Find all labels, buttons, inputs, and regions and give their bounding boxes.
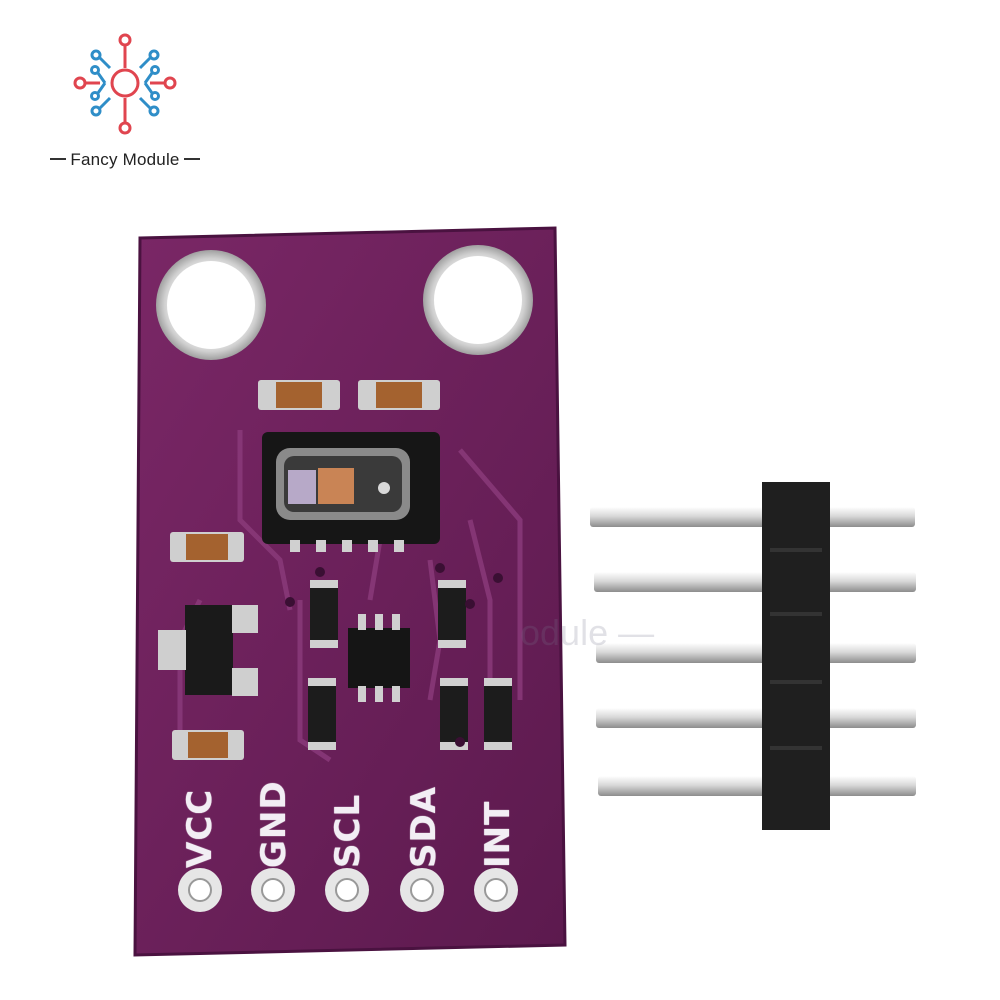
pin-label-sda: SDA [404, 785, 444, 868]
pin-label-scl: SCL [328, 793, 368, 868]
smd-resistors [308, 584, 512, 746]
pin-hole-scl [325, 868, 369, 912]
watermark-text: odule — [520, 612, 655, 653]
pin-header [590, 482, 916, 830]
fancy-module-logo: Fancy Module [40, 28, 210, 178]
pin-hole-sda [400, 868, 444, 912]
vias [285, 563, 503, 747]
header-plastic-housing [762, 482, 830, 830]
circuit-logo-icon [73, 33, 177, 135]
level-shifter-ic [348, 614, 410, 702]
resistor-pads [308, 580, 512, 750]
logo-text: Fancy Module [40, 150, 210, 170]
pin-hole-gnd [251, 868, 295, 912]
header-pin-3 [596, 643, 916, 663]
pin-label-int: INT [478, 800, 518, 868]
voltage-regulator [158, 605, 258, 696]
pcb-board [133, 226, 567, 957]
smd-capacitors [170, 380, 440, 760]
sensor-window-left [288, 470, 316, 504]
header-pin-2 [594, 572, 916, 592]
pin-hole-int [474, 868, 518, 912]
header-pin-5 [598, 776, 916, 796]
header-pin-4 [596, 708, 916, 728]
header-pin-1 [590, 507, 915, 527]
sensor-chip [262, 432, 440, 552]
pin-label-gnd: GND [254, 780, 294, 868]
pin-label-vcc: VCC [180, 788, 220, 868]
mounting-hole-left [156, 250, 266, 360]
mounting-hole-right [423, 245, 533, 355]
pin-holes [178, 868, 518, 912]
sensor-window-center [318, 468, 354, 504]
pin-hole-vcc [178, 868, 222, 912]
